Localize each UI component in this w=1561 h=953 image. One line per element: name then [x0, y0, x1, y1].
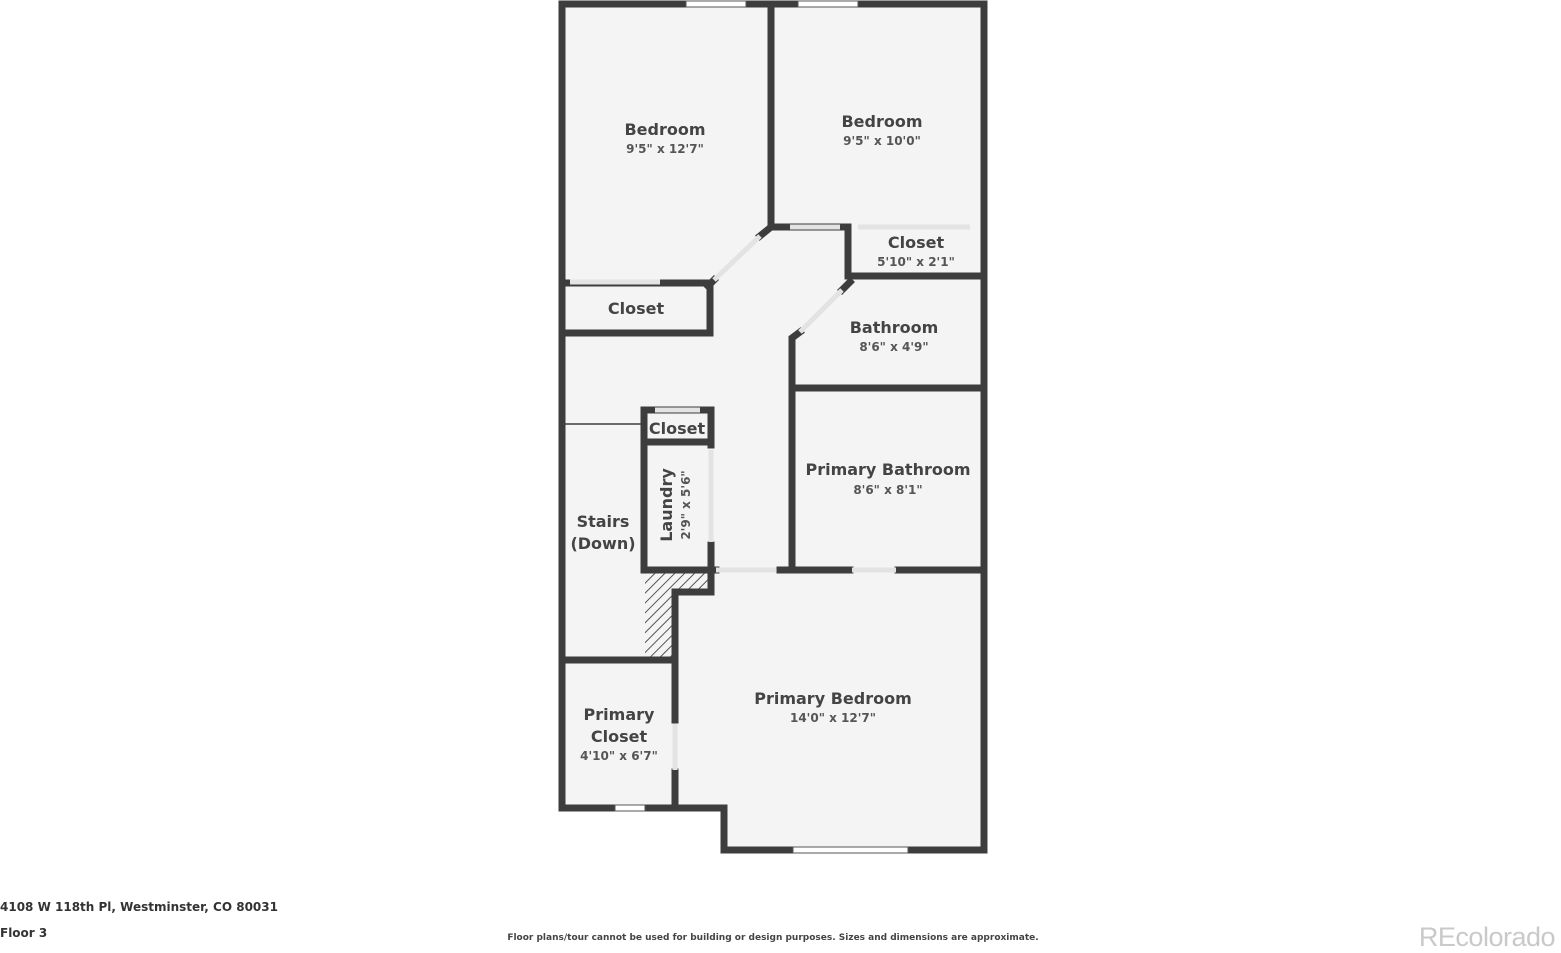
floor-plan: Bedroom 9'5" x 12'7" Bedroom 9'5" x 10'0… [558, 0, 988, 854]
stairs-label-1: Stairs [577, 512, 630, 531]
bathroom-dims: 8'6" x 4'9" [859, 340, 928, 354]
closet-small-name: Closet [649, 419, 706, 438]
bathroom-name: Bathroom [850, 318, 939, 337]
primary-bathroom-name: Primary Bathroom [805, 460, 970, 479]
closet-top-dims: 5'10" x 2'1" [877, 255, 955, 269]
disclaimer-text: Floor plans/tour cannot be used for buil… [507, 933, 1039, 943]
primary-closet-name-1: Primary [584, 705, 655, 724]
bedroom-1-name: Bedroom [624, 120, 705, 139]
windows [614, 0, 909, 854]
door-openings [570, 224, 970, 770]
floor-label: Floor 3 [0, 926, 48, 940]
primary-bathroom-dims: 8'6" x 8'1" [853, 483, 922, 497]
hatched-shaft [645, 572, 710, 658]
bedroom-2-name: Bedroom [841, 112, 922, 131]
closet-left-name: Closet [608, 299, 665, 318]
bedroom-1-dims: 9'5" x 12'7" [626, 142, 704, 156]
stairs-label-2: (Down) [570, 534, 635, 553]
primary-bedroom-dims: 14'0" x 12'7" [790, 711, 876, 725]
laundry-name: Laundry [657, 468, 676, 542]
primary-closet-dims: 4'10" x 6'7" [580, 749, 658, 763]
bedroom-2-dims: 9'5" x 10'0" [843, 134, 921, 148]
primary-closet-name-2: Closet [591, 727, 648, 746]
laundry-dims: 2'9" x 5'6" [679, 470, 693, 539]
property-address: 4108 W 118th Pl, Westminster, CO 80031 [0, 900, 278, 914]
recolorado-watermark: REcolorado [1418, 922, 1556, 952]
closet-top-name: Closet [888, 233, 945, 252]
primary-bedroom-name: Primary Bedroom [754, 689, 912, 708]
